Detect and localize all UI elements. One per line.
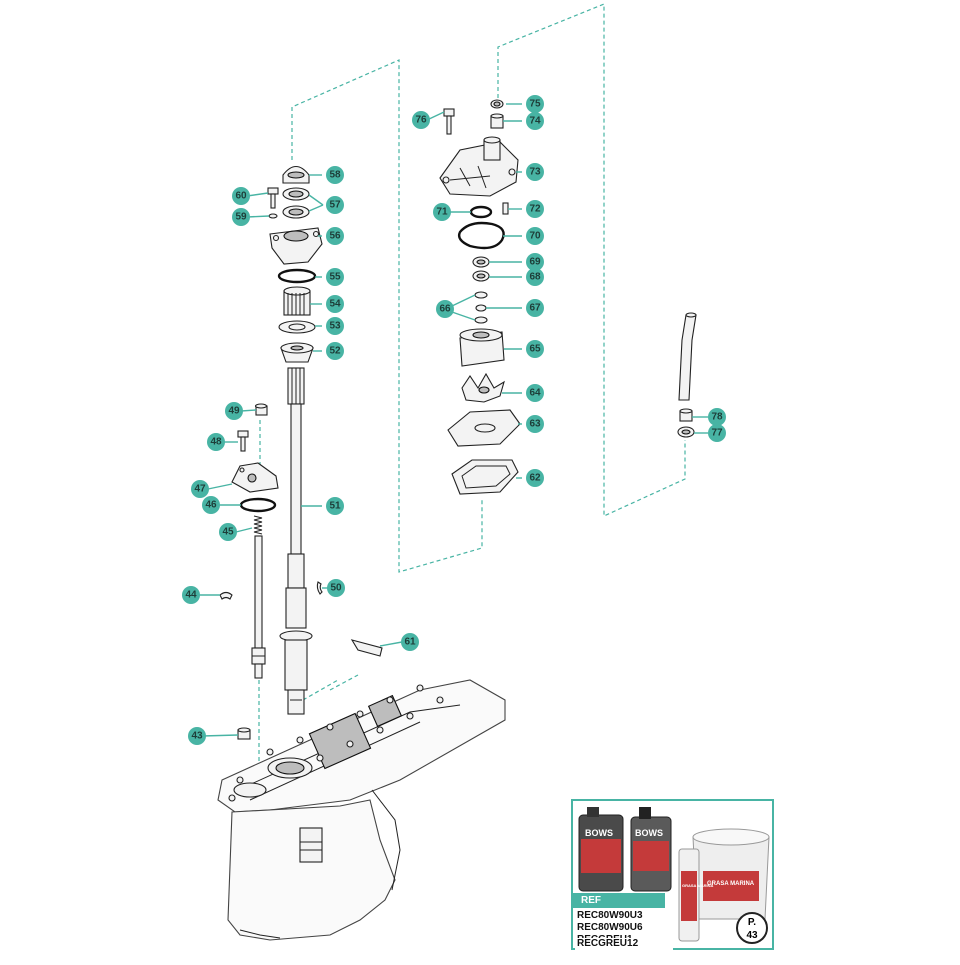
callout-46[interactable]: 46: [202, 496, 220, 514]
callout-56[interactable]: 56: [326, 227, 344, 245]
ref-code-1: REC80W90U3: [575, 910, 673, 922]
svg-text:77: 77: [711, 428, 723, 439]
jug-2-label: BOWS: [635, 828, 663, 838]
callout-63[interactable]: 63: [526, 415, 544, 433]
svg-text:59: 59: [235, 212, 247, 223]
ref-code-2: REC80W90U6: [575, 922, 673, 934]
callout-51[interactable]: 51: [326, 497, 344, 515]
svg-text:78: 78: [711, 412, 723, 423]
svg-text:72: 72: [529, 204, 541, 215]
callout-43[interactable]: 43: [188, 727, 206, 745]
ref-header: REF: [573, 893, 665, 908]
svg-text:54: 54: [329, 299, 341, 310]
svg-text:71: 71: [436, 207, 448, 218]
callout-67[interactable]: 67: [526, 299, 544, 317]
callout-76[interactable]: 76: [412, 111, 430, 129]
ref-code-4: RECGREU12: [575, 938, 673, 950]
svg-text:45: 45: [222, 527, 234, 538]
leader-lines: [199, 103, 708, 737]
svg-text:61: 61: [404, 637, 416, 648]
svg-text:47: 47: [194, 484, 206, 495]
page-number: 43: [746, 930, 758, 941]
callout-66[interactable]: 66: [436, 300, 454, 318]
cartridge-label: GRASA MARINA: [682, 883, 714, 888]
callout-72[interactable]: 72: [526, 200, 544, 218]
dashed-group-outlines: [258, 3, 686, 770]
callout-48[interactable]: 48: [207, 433, 225, 451]
callout-57[interactable]: 57: [326, 196, 344, 214]
callout-54[interactable]: 54: [326, 295, 344, 313]
callout-44[interactable]: 44: [182, 586, 200, 604]
svg-text:75: 75: [529, 99, 541, 110]
svg-text:70: 70: [529, 231, 541, 242]
svg-text:60: 60: [235, 191, 247, 202]
callout-77[interactable]: 77: [708, 424, 726, 442]
callout-53[interactable]: 53: [326, 317, 344, 335]
callout-49[interactable]: 49: [225, 402, 243, 420]
svg-text:51: 51: [329, 501, 341, 512]
svg-text:68: 68: [529, 272, 541, 283]
part-illustrations-shift: [219, 403, 383, 740]
page-reference-magnifier-icon[interactable]: P. 43: [736, 912, 768, 944]
svg-text:67: 67: [529, 303, 541, 314]
callout-59[interactable]: 59: [232, 208, 250, 226]
svg-text:48: 48: [210, 437, 222, 448]
tub-label: GRASA MARINA: [707, 881, 755, 887]
callout-68[interactable]: 68: [526, 268, 544, 286]
callout-55[interactable]: 55: [326, 268, 344, 286]
svg-text:64: 64: [529, 388, 541, 399]
callout-58[interactable]: 58: [326, 166, 344, 184]
svg-text:50: 50: [330, 583, 342, 594]
ref-product-panel: BOWS BOWS GRASA MARINA GRASA MARINA REF …: [571, 799, 774, 950]
jug-1-label: BOWS: [585, 828, 613, 838]
svg-text:46: 46: [205, 500, 217, 511]
callout-75[interactable]: 75: [526, 95, 544, 113]
svg-text:66: 66: [439, 304, 451, 315]
part-illustrations-tube: [677, 408, 695, 438]
svg-text:63: 63: [529, 419, 541, 430]
callout-73[interactable]: 73: [526, 163, 544, 181]
svg-text:43: 43: [191, 731, 203, 742]
svg-text:53: 53: [329, 321, 341, 332]
callout-47[interactable]: 47: [191, 480, 209, 498]
callout-52[interactable]: 52: [326, 342, 344, 360]
callout-60[interactable]: 60: [232, 187, 250, 205]
callout-71[interactable]: 71: [433, 203, 451, 221]
lower-gear-housing: [217, 679, 506, 941]
svg-text:49: 49: [228, 406, 240, 417]
callout-64[interactable]: 64: [526, 384, 544, 402]
callout-78[interactable]: 78: [708, 408, 726, 426]
callout-62[interactable]: 62: [526, 469, 544, 487]
svg-text:65: 65: [529, 344, 541, 355]
callout-50[interactable]: 50: [327, 579, 345, 597]
part-illustrations-pump: [439, 99, 521, 495]
svg-text:76: 76: [415, 115, 427, 126]
callout-74[interactable]: 74: [526, 112, 544, 130]
drive-shaft: [279, 367, 313, 715]
shift-rod: [251, 535, 266, 679]
callouts: 75 74 76 73 71 72 70 69 68 66 67 65 64 6…: [182, 95, 726, 745]
callout-70[interactable]: 70: [526, 227, 544, 245]
callout-65[interactable]: 65: [526, 340, 544, 358]
svg-text:69: 69: [529, 257, 541, 268]
svg-text:58: 58: [329, 170, 341, 181]
svg-text:52: 52: [329, 346, 341, 357]
part-illustrations-left: [267, 165, 323, 363]
svg-text:55: 55: [329, 272, 341, 283]
product-photo: BOWS BOWS GRASA MARINA GRASA MARINA: [578, 807, 770, 942]
callout-69[interactable]: 69: [526, 253, 544, 271]
svg-text:74: 74: [529, 116, 541, 127]
svg-text:62: 62: [529, 473, 541, 484]
water-tube: [678, 312, 697, 401]
svg-text:56: 56: [329, 231, 341, 242]
callout-61[interactable]: 61: [401, 633, 419, 651]
svg-text:73: 73: [529, 167, 541, 178]
svg-text:57: 57: [329, 200, 341, 211]
svg-text:44: 44: [185, 590, 197, 601]
page-prefix: P.: [747, 917, 757, 928]
callout-45[interactable]: 45: [219, 523, 237, 541]
